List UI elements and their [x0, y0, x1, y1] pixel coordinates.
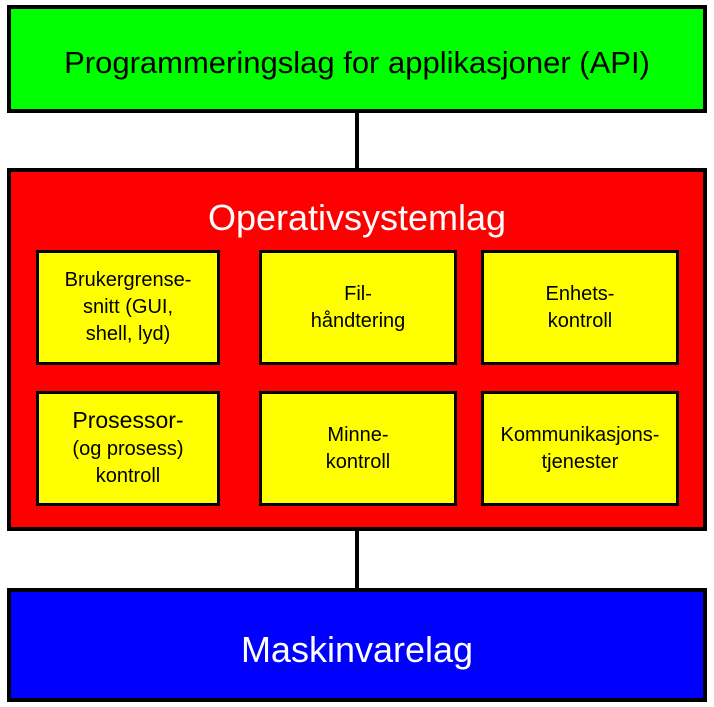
module-device-control: Enhets- kontroll [481, 250, 679, 365]
module-user-interface: Brukergrense- snitt (GUI, shell, lyd) [36, 250, 220, 365]
hardware-layer-label: Maskinvarelag [240, 629, 474, 670]
module-memory-control-label: Minne- kontroll [325, 423, 391, 473]
module-communication-services-label: Kommunikasjons- tjenester [500, 423, 660, 473]
module-communication-services: Kommunikasjons- tjenester [481, 391, 679, 506]
module-user-interface-label: Brukergrense- snitt (GUI, shell, lyd) [64, 269, 192, 345]
module-processor-control-line: Prosessor- [72, 407, 184, 433]
api-layer-label: Programmeringslag for applikasjoner (API… [64, 45, 650, 80]
module-memory-control: Minne- kontroll [259, 391, 457, 506]
module-processor-control: Prosessor- (og prosess) kontroll [36, 391, 220, 506]
module-processor-control-line: kontroll [95, 465, 161, 487]
module-processor-control-label: Prosessor- (og prosess) kontroll [72, 407, 183, 490]
os-layer-label: Operativsystemlag [207, 197, 507, 238]
api-layer: Programmeringslag for applikasjoner (API… [7, 5, 707, 113]
hardware-layer: Maskinvarelag [7, 588, 707, 702]
module-file-handling: Fil- håndtering [259, 250, 457, 365]
module-processor-control-line: (og prosess) [72, 438, 184, 460]
module-device-control-label: Enhets- kontroll [545, 282, 615, 332]
connector-os-hardware [355, 531, 359, 588]
connector-api-os [355, 113, 359, 168]
module-file-handling-label: Fil- håndtering [310, 282, 406, 332]
